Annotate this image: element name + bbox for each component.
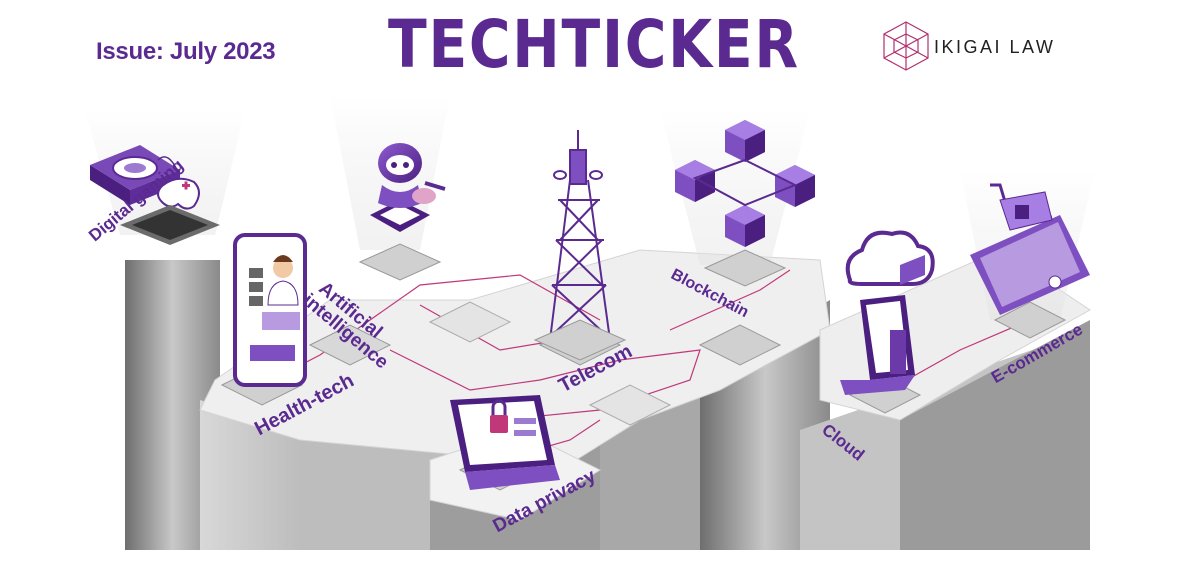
cart-phone-icon: [970, 183, 1090, 315]
robot-chip-icon: [370, 143, 446, 232]
lock-laptop-icon: [450, 395, 560, 490]
brand-logo: IKIGAI LAW: [878, 18, 1108, 74]
game-console-icon: [90, 145, 200, 210]
tower-icon: [549, 130, 611, 341]
cloud-laptop-icon: [840, 230, 935, 395]
page-title: TECHTICKER: [388, 6, 800, 83]
hexagon-logo-icon: [883, 21, 929, 71]
cubes-icon: [675, 120, 815, 247]
gaming-chip: [120, 205, 220, 245]
telecom-base: [533, 319, 627, 361]
issue-date: Issue: July 2023: [96, 38, 276, 65]
doctor-phone-icon: [233, 233, 307, 387]
logo-text: IKIGAI LAW: [934, 37, 1056, 57]
